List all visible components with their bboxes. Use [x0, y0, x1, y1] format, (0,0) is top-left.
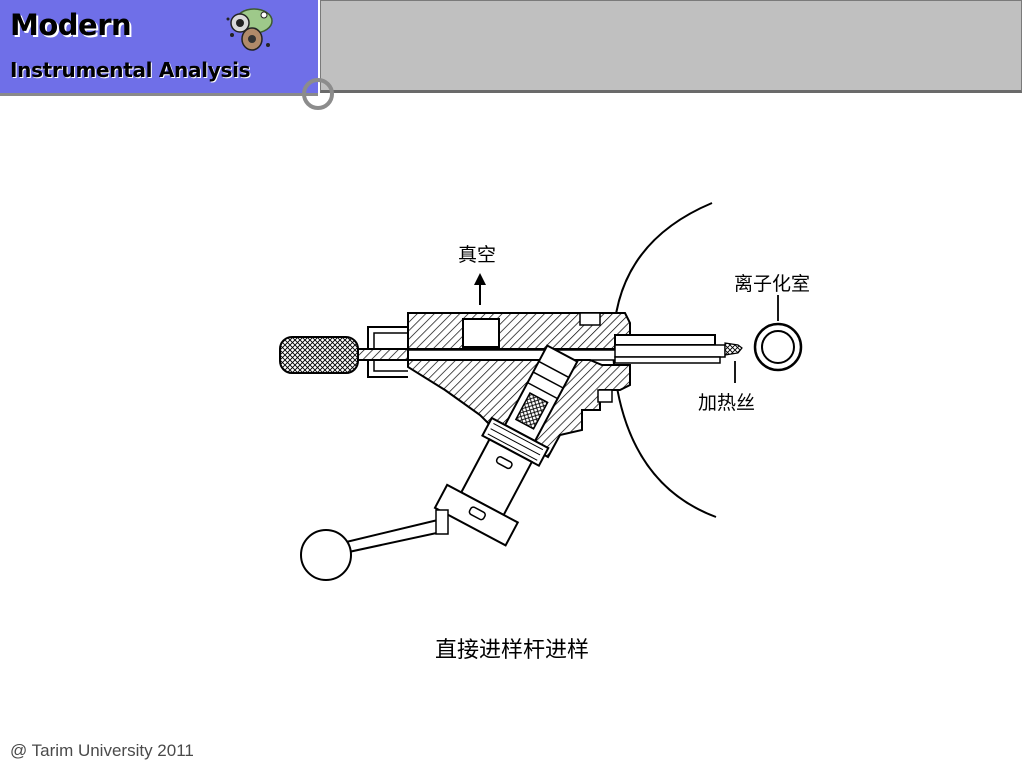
header-title-panel: Modern Instrumental Analysis [0, 0, 318, 96]
direct-probe-diagram: 真空 离子化室 加热丝 [279, 202, 810, 581]
label-vacuum: 真空 [458, 244, 496, 266]
ring-ornament-icon [302, 78, 334, 110]
isolation-valve [433, 344, 579, 547]
valve-lever [340, 517, 448, 555]
slide-title: Modern [10, 8, 132, 42]
cartoon-mascot-icon [226, 8, 273, 51]
slide-subtitle: Instrumental Analysis [10, 58, 251, 82]
label-ion-chamber: 离子化室 [734, 273, 810, 295]
inlet-tube [614, 334, 716, 346]
figure-caption: 直接进样杆进样 [434, 638, 589, 663]
vacuum-port [462, 318, 500, 348]
probe-knob [279, 336, 359, 374]
probe-tip [724, 342, 743, 356]
label-heating-wire: 加热丝 [698, 392, 755, 414]
lever-ball [300, 529, 352, 581]
header-bar [320, 0, 1022, 93]
footer-copyright: @ Tarim University 2011 [10, 741, 194, 760]
